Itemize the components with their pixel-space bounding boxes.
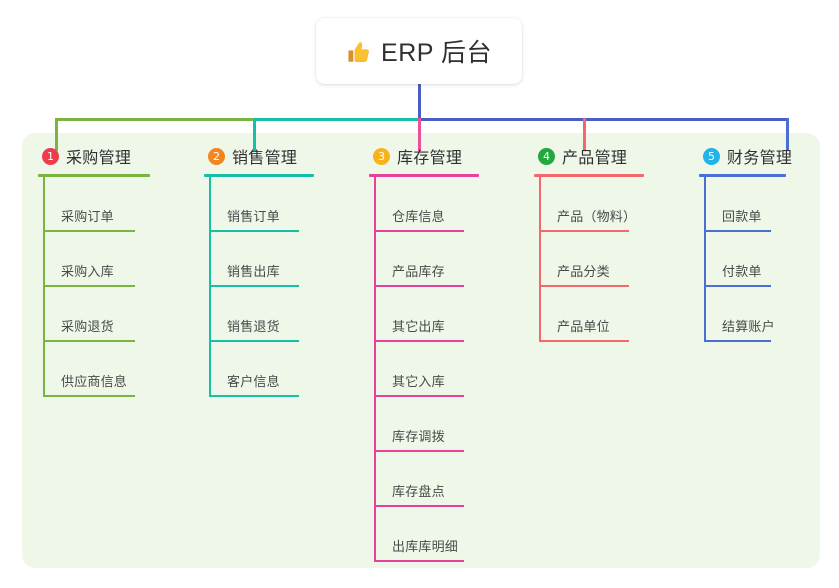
column-header-1[interactable]: 1 采购管理 bbox=[38, 143, 188, 169]
column-4: 4 产品管理产品（物料） 产品分类产品单位 bbox=[534, 143, 682, 342]
connector-stub-1 bbox=[54, 118, 58, 151]
column-rule-3 bbox=[369, 174, 479, 177]
connector-stub-4 bbox=[582, 118, 586, 151]
column-badge-3: 3 bbox=[373, 147, 390, 165]
content-panel bbox=[22, 133, 820, 568]
leaf-item-label: 出库库明细 bbox=[392, 539, 459, 554]
leaf-item-label: 产品单位 bbox=[557, 319, 610, 334]
connector-segment-1 bbox=[56, 118, 254, 121]
leaf-item-label: 其它出库 bbox=[392, 319, 445, 334]
column-rule-4 bbox=[534, 174, 644, 177]
leaf-item-label: 付款单 bbox=[722, 264, 762, 279]
column-rule-5 bbox=[699, 174, 786, 177]
leaf-item[interactable]: 出库库明细 bbox=[374, 507, 464, 562]
column-badge-5: 5 bbox=[703, 147, 720, 165]
column-items-5: 回款单付款单结算账户 bbox=[699, 177, 824, 342]
leaf-item[interactable]: 其它出库 bbox=[374, 287, 464, 342]
leaf-item[interactable]: 产品单位 bbox=[539, 287, 629, 342]
leaf-item-label: 产品库存 bbox=[392, 264, 445, 279]
column-rule-1 bbox=[38, 174, 150, 177]
column-header-4[interactable]: 4 产品管理 bbox=[534, 143, 682, 169]
leaf-item[interactable]: 采购订单 bbox=[43, 177, 135, 232]
leaf-item-label: 回款单 bbox=[722, 209, 762, 224]
leaf-item-label: 销售订单 bbox=[227, 209, 280, 224]
root-title: ERP 后台 bbox=[381, 39, 492, 67]
leaf-item[interactable]: 客户信息 bbox=[209, 342, 299, 397]
leaf-item[interactable]: 结算账户 bbox=[704, 287, 775, 342]
column-title-1: 采购管理 bbox=[66, 150, 132, 167]
leaf-item[interactable]: 回款单 bbox=[704, 177, 771, 232]
column-items-4: 产品（物料） 产品分类产品单位 bbox=[534, 177, 682, 342]
leaf-item-label: 产品（物料） bbox=[557, 209, 637, 224]
leaf-item-label: 产品分类 bbox=[557, 264, 610, 279]
column-header-5[interactable]: 5 财务管理 bbox=[699, 143, 824, 169]
leaf-item[interactable]: 供应商信息 bbox=[43, 342, 135, 397]
column-title-4: 产品管理 bbox=[562, 150, 628, 167]
leaf-item-label: 库存盘点 bbox=[392, 484, 445, 499]
column-items-2: 销售订单销售出库销售退货客户信息 bbox=[204, 177, 352, 397]
leaf-item-label: 库存调拨 bbox=[392, 429, 445, 444]
column-2: 2 销售管理销售订单销售出库销售退货客户信息 bbox=[204, 143, 352, 397]
leaf-item[interactable]: 销售订单 bbox=[209, 177, 299, 232]
column-badge-4: 4 bbox=[538, 147, 555, 165]
column-badge-1: 1 bbox=[42, 147, 59, 165]
leaf-item[interactable]: 销售退货 bbox=[209, 287, 299, 342]
column-title-2: 销售管理 bbox=[232, 150, 298, 167]
leaf-item-label: 其它入库 bbox=[392, 374, 445, 389]
connector-stub-3 bbox=[417, 118, 421, 151]
leaf-item-label: 销售退货 bbox=[227, 319, 280, 334]
column-title-3: 库存管理 bbox=[397, 150, 463, 167]
leaf-item[interactable]: 产品库存 bbox=[374, 232, 464, 287]
connector-stub-5 bbox=[785, 118, 789, 151]
column-items-1: 采购订单采购入库采购退货供应商信息 bbox=[38, 177, 188, 397]
root-node[interactable]: ERP 后台 bbox=[316, 18, 522, 84]
connector-stub-2 bbox=[252, 118, 256, 151]
leaf-item[interactable]: 产品分类 bbox=[539, 232, 629, 287]
column-5: 5 财务管理回款单付款单结算账户 bbox=[699, 143, 824, 342]
leaf-item-label: 供应商信息 bbox=[61, 374, 128, 389]
leaf-item-label: 销售出库 bbox=[227, 264, 280, 279]
leaf-item[interactable]: 其它入库 bbox=[374, 342, 464, 397]
column-badge-2: 2 bbox=[208, 147, 225, 165]
connector-segment-3 bbox=[419, 118, 787, 121]
leaf-item[interactable]: 库存调拨 bbox=[374, 397, 464, 452]
column-header-3[interactable]: 3 库存管理 bbox=[369, 143, 517, 169]
connector-segment-2 bbox=[254, 118, 419, 121]
leaf-item-label: 采购入库 bbox=[61, 264, 114, 279]
leaf-item-label: 采购订单 bbox=[61, 209, 114, 224]
leaf-item[interactable]: 采购入库 bbox=[43, 232, 135, 287]
column-title-5: 财务管理 bbox=[727, 150, 793, 167]
leaf-item-label: 采购退货 bbox=[61, 319, 114, 334]
column-3: 3 库存管理仓库信息产品库存其它出库其它入库库存调拨库存盘点出库库明细 bbox=[369, 143, 517, 562]
leaf-item-label: 仓库信息 bbox=[392, 209, 445, 224]
leaf-item[interactable]: 库存盘点 bbox=[374, 452, 464, 507]
leaf-item[interactable]: 采购退货 bbox=[43, 287, 135, 342]
column-header-2[interactable]: 2 销售管理 bbox=[204, 143, 352, 169]
column-1: 1 采购管理采购订单采购入库采购退货供应商信息 bbox=[38, 143, 188, 397]
trunk-line bbox=[417, 84, 421, 121]
leaf-item[interactable]: 产品（物料） bbox=[539, 177, 636, 232]
leaf-item[interactable]: 仓库信息 bbox=[374, 177, 464, 232]
thumbs-up-icon bbox=[346, 39, 372, 65]
leaf-item-label: 客户信息 bbox=[227, 374, 280, 389]
column-rule-2 bbox=[204, 174, 314, 177]
column-items-3: 仓库信息产品库存其它出库其它入库库存调拨库存盘点出库库明细 bbox=[369, 177, 517, 562]
leaf-item-label: 结算账户 bbox=[722, 319, 775, 334]
leaf-item[interactable]: 付款单 bbox=[704, 232, 771, 287]
root-node-content: ERP 后台 bbox=[346, 33, 492, 69]
leaf-item[interactable]: 销售出库 bbox=[209, 232, 299, 287]
